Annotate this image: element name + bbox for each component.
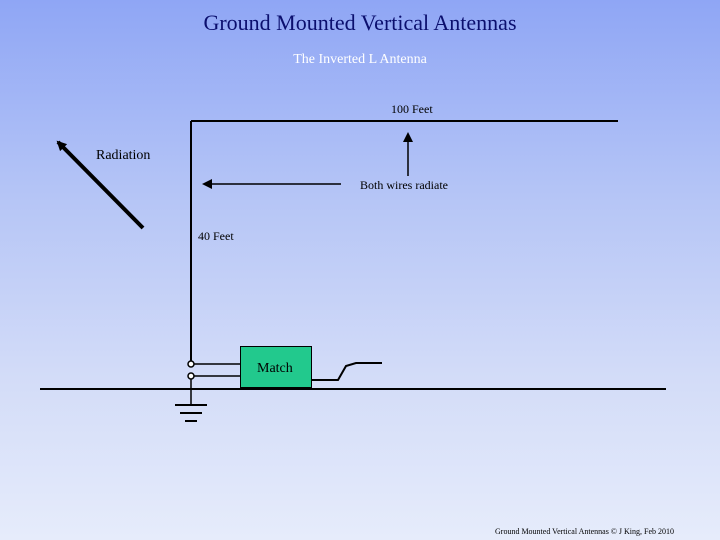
radiation-arrow xyxy=(56,140,145,230)
ground-symbol xyxy=(175,404,207,422)
coax-cable xyxy=(312,362,382,381)
feed-terminal-top xyxy=(187,360,195,368)
slide-title: Ground Mounted Vertical Antennas xyxy=(203,10,517,35)
both-wires-label: Both wires radiate xyxy=(360,178,448,192)
feed-terminal-bottom xyxy=(187,372,195,380)
radiation-label: Radiation xyxy=(96,148,151,163)
slide-subtitle: The Inverted L Antenna xyxy=(293,52,427,67)
horizontal-length-label: 100 Feet xyxy=(391,102,433,116)
match-label: Match xyxy=(257,361,293,376)
vertical-height-label: 40 Feet xyxy=(198,229,234,243)
match-unit: Match xyxy=(240,346,312,388)
slide-footer: Ground Mounted Vertical Antennas © J Kin… xyxy=(495,527,675,536)
